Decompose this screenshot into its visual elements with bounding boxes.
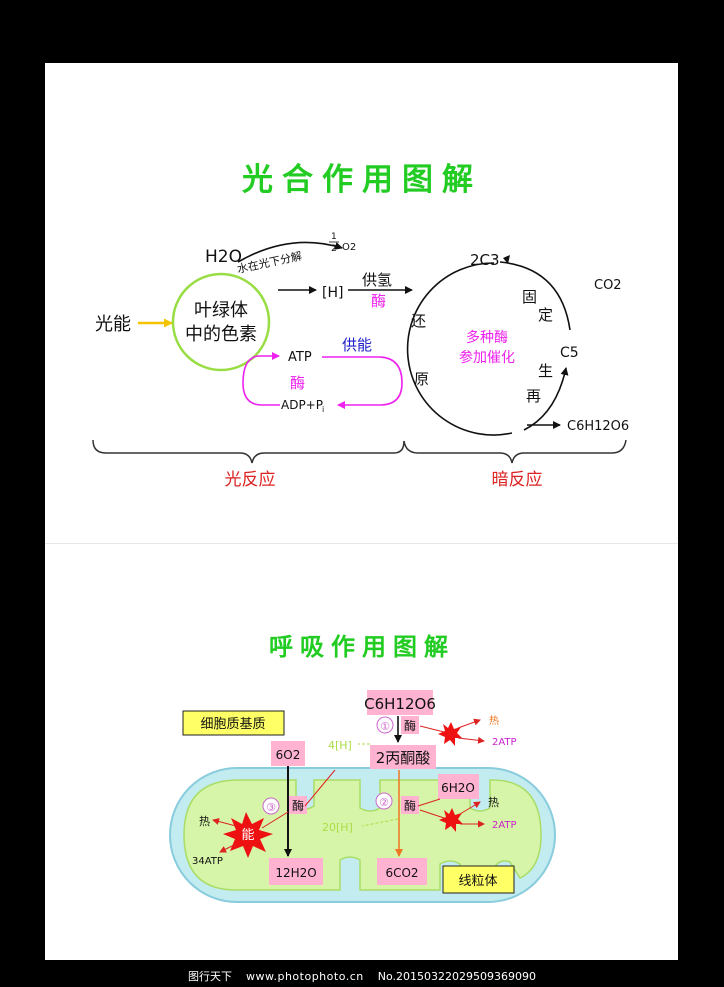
fix-char-1: 固 bbox=[522, 288, 537, 306]
multi-enzyme-line2: 参加催化 bbox=[459, 349, 515, 366]
heat-label-mid: 热 bbox=[488, 796, 499, 809]
step3-label: ③ bbox=[266, 801, 276, 814]
supply-energy-label: 供能 bbox=[342, 336, 372, 354]
mito-label: 线粒体 bbox=[458, 874, 497, 889]
glucose-box bbox=[367, 690, 433, 715]
adp-label: ADP+P bbox=[281, 398, 323, 412]
cycle-top-right-arc bbox=[499, 261, 571, 331]
water12-box bbox=[269, 858, 323, 885]
enzyme-box-3 bbox=[289, 796, 307, 814]
resp-glucose-label: C6H12O6 bbox=[364, 695, 436, 713]
co2-6-label: 6CO2 bbox=[385, 866, 418, 880]
cycle-bottom-right-arc bbox=[523, 367, 569, 431]
enzyme-label-1: 酶 bbox=[371, 292, 386, 310]
half-numerator: 1 bbox=[331, 232, 337, 242]
regen-char-1: 生 bbox=[538, 362, 553, 380]
burst-main-link bbox=[261, 811, 289, 829]
section-divider bbox=[45, 543, 678, 544]
adp-subscript: i bbox=[322, 405, 324, 414]
respiration-title: 呼吸作用图解 bbox=[269, 632, 455, 661]
reduce-char-1: 还 bbox=[411, 312, 426, 330]
half-denominator: 2 bbox=[331, 244, 337, 254]
cytoplasm-label: 细胞质基质 bbox=[200, 717, 265, 732]
h2o6-box bbox=[438, 774, 479, 799]
resp-enzyme-1: 酶 bbox=[404, 718, 416, 733]
step2-circle bbox=[375, 792, 393, 810]
energy-burst-main bbox=[223, 812, 273, 858]
pyruvate-box bbox=[370, 745, 436, 769]
pyruvate-label: 2丙酮酸 bbox=[376, 749, 431, 767]
atp-arrow-top bbox=[457, 736, 485, 744]
h20-dash bbox=[361, 818, 399, 827]
atp2-mid-label: 2ATP bbox=[492, 820, 517, 831]
dark-reaction-label: 暗反应 bbox=[492, 470, 543, 490]
atp34-arrow bbox=[219, 843, 237, 853]
glucose-label: C6H12O6 bbox=[567, 419, 629, 434]
pigment-line1: 叶绿体 bbox=[194, 300, 248, 321]
o2-label: O2 bbox=[342, 242, 356, 253]
heat-arrow-top bbox=[457, 718, 481, 729]
energy-burst-mid bbox=[439, 808, 463, 832]
resp-enzyme-2: 酶 bbox=[404, 798, 416, 813]
pigment-circle bbox=[171, 272, 271, 372]
enzyme-box-1 bbox=[401, 716, 419, 734]
step1-label: ① bbox=[380, 720, 390, 733]
o2-box bbox=[271, 741, 305, 766]
dark-reaction-brace bbox=[403, 439, 627, 464]
step3-circle bbox=[262, 797, 280, 815]
step2-label: ② bbox=[379, 796, 389, 809]
enzyme-label-2: 酶 bbox=[290, 374, 305, 392]
h4-label: 4[H] bbox=[328, 739, 352, 752]
regen-char-2: 再 bbox=[526, 387, 541, 405]
multi-enzyme-line1: 多种酶 bbox=[466, 329, 508, 346]
h2o6-label: 6H2O bbox=[441, 781, 475, 795]
fix-char-2: 定 bbox=[538, 306, 553, 324]
energy-burst-top bbox=[438, 722, 462, 746]
watermark-brand: 图行天下 bbox=[188, 970, 232, 983]
c3-arrowhead bbox=[503, 255, 510, 264]
c5-label: C5 bbox=[560, 345, 579, 361]
supply-hydrogen-label: 供氢 bbox=[362, 271, 392, 289]
co2-6-box bbox=[377, 858, 427, 885]
cytoplasm-box bbox=[182, 710, 285, 736]
adp-return-arrow bbox=[337, 356, 403, 409]
light-reaction-brace bbox=[92, 439, 405, 464]
burst-top-link bbox=[419, 725, 445, 733]
light-energy-label: 光能 bbox=[95, 314, 131, 335]
watermark-bar: 图行天下 www.photophoto.cn No.20150322029509… bbox=[0, 965, 724, 987]
photosynthesis-title: 光合作用图解 bbox=[242, 162, 482, 198]
atp34-label: 34ATP bbox=[192, 856, 223, 867]
burst-mid-link bbox=[419, 809, 445, 819]
hydrogen-label: [H] bbox=[322, 285, 343, 301]
resp-enzyme-3: 酶 bbox=[292, 798, 304, 813]
atp-label: ATP bbox=[288, 350, 312, 365]
water-split-arrow bbox=[237, 241, 343, 263]
step1-circle bbox=[376, 716, 394, 734]
atp2-top-label: 2ATP bbox=[492, 737, 517, 748]
h2o6-link bbox=[417, 798, 441, 807]
heat-arrow-mid bbox=[459, 801, 481, 815]
heat-arrow-main bbox=[212, 818, 237, 827]
reduce-char-2: 原 bbox=[414, 370, 429, 388]
enzyme-box-2 bbox=[401, 796, 419, 814]
light-reaction-label: 光反应 bbox=[225, 470, 276, 490]
water-split-label: 水在光下分解 bbox=[236, 249, 303, 276]
h4-to-burst bbox=[304, 769, 336, 807]
o2-label-resp: 6O2 bbox=[276, 748, 301, 762]
heat-label-top: 热 bbox=[489, 714, 499, 727]
energy-label: 能 bbox=[241, 828, 254, 843]
watermark-number: No.20150322029509369090 bbox=[377, 969, 536, 983]
c3-label: 2C3 bbox=[470, 251, 500, 269]
h2o-label: H2O bbox=[205, 247, 242, 267]
heat-label-main: 热 bbox=[199, 815, 210, 828]
co2-label: CO2 bbox=[594, 278, 622, 293]
cycle-left-arc bbox=[406, 262, 513, 436]
mito-label-box bbox=[442, 865, 515, 894]
adp-loop-left bbox=[242, 355, 280, 406]
h20-label: 20[H] bbox=[322, 821, 353, 834]
water12-label: 12H2O bbox=[275, 866, 316, 880]
watermark-site: www.photophoto.cn bbox=[246, 969, 364, 983]
pigment-line2: 中的色素 bbox=[185, 324, 257, 345]
